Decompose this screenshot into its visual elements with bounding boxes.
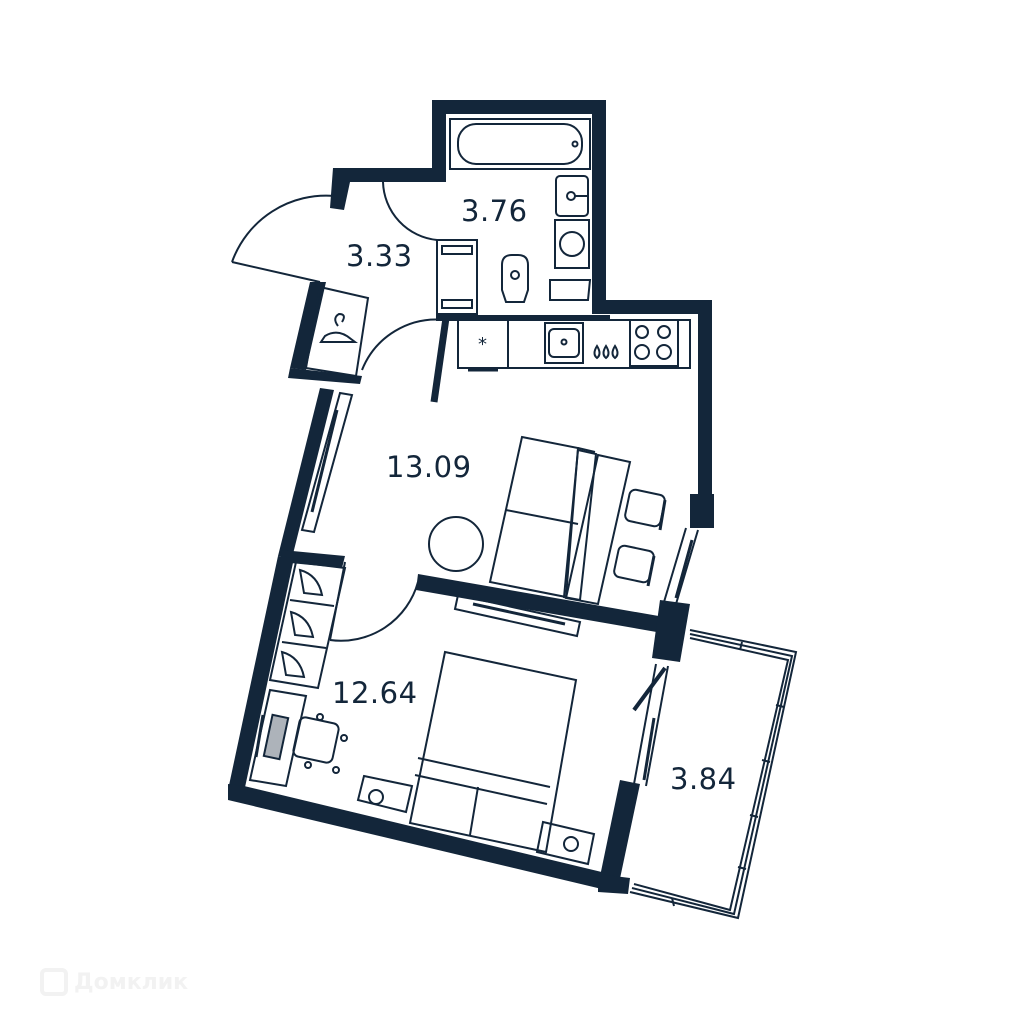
area-bedroom: 12.64 [332,676,418,710]
bathtub-inner [457,123,583,165]
double-bed-icon [408,650,578,854]
area-bathroom: 3.76 [461,194,528,228]
coat-hanger-icon [319,331,358,343]
domclick-logo-icon [40,968,68,996]
hallway [231,194,446,378]
shelf-icon [549,279,592,301]
area-hallway: 3.33 [346,239,413,273]
wardrobe-icon [268,560,347,690]
round-table-icon [428,516,484,572]
area-kitchen-living: 13.09 [386,450,472,484]
living-window [663,527,699,605]
nightstand-icon [535,820,596,866]
dining-table-icon [488,435,580,599]
exterior-walls [228,100,714,894]
bedroom [248,560,669,866]
kitchen: * [457,319,691,372]
towel-dryer-icon [436,239,478,315]
kitchen-sink-icon [544,322,584,364]
entrance-door-icon [231,261,321,283]
bathtub-icon [449,118,591,170]
watermark-text: Домклик [74,969,189,995]
svg-text:*: * [478,334,487,355]
toilet-icon [501,254,529,303]
water-drops-icon [593,344,619,360]
keyboard-icon [262,713,290,761]
office-chair-icon [292,716,340,764]
bathroom [382,118,592,315]
area-balcony: 3.84 [670,762,737,796]
fridge-icon [457,319,509,369]
interior-walls [430,315,610,403]
domclick-watermark: Домклик [40,968,188,996]
chair-icon [624,488,666,528]
washing-machine-icon [554,219,590,269]
wall-unit-icon [300,391,354,534]
closet [304,285,370,378]
cooktop-icon [629,319,679,367]
nightstand-icon [356,774,414,814]
balcony-door [632,663,669,787]
tv-stand-icon [453,593,582,638]
balcony [629,629,798,920]
